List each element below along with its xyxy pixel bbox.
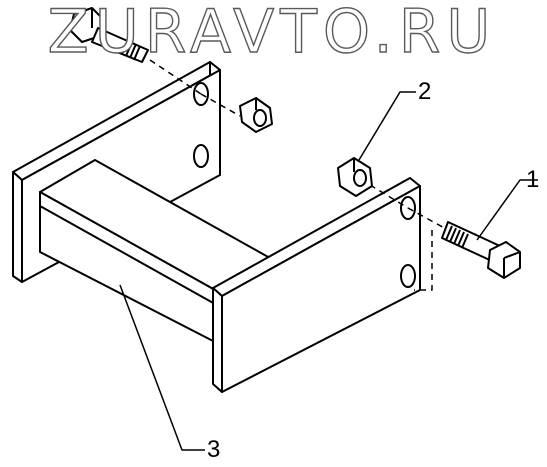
leader-3 xyxy=(119,284,205,451)
back-plate-hole-lower xyxy=(193,144,209,168)
watermark-text: ZURAVTO.RU xyxy=(47,0,497,67)
front-plate xyxy=(212,177,421,393)
nut-upper-left xyxy=(239,97,273,133)
front-plate-hole-lower xyxy=(400,264,416,288)
nut-part-2 xyxy=(337,157,373,197)
callout-leaders xyxy=(119,91,538,451)
bolt-top-left xyxy=(69,7,149,63)
callout-label-2: 2 xyxy=(418,78,432,105)
leader-1 xyxy=(476,179,538,241)
bolt-part-1 xyxy=(441,221,521,279)
assembly-axis-lines xyxy=(149,59,449,291)
callout-label-3: 3 xyxy=(207,436,221,463)
leader-2 xyxy=(358,91,416,161)
callout-label-1: 1 xyxy=(526,166,540,193)
